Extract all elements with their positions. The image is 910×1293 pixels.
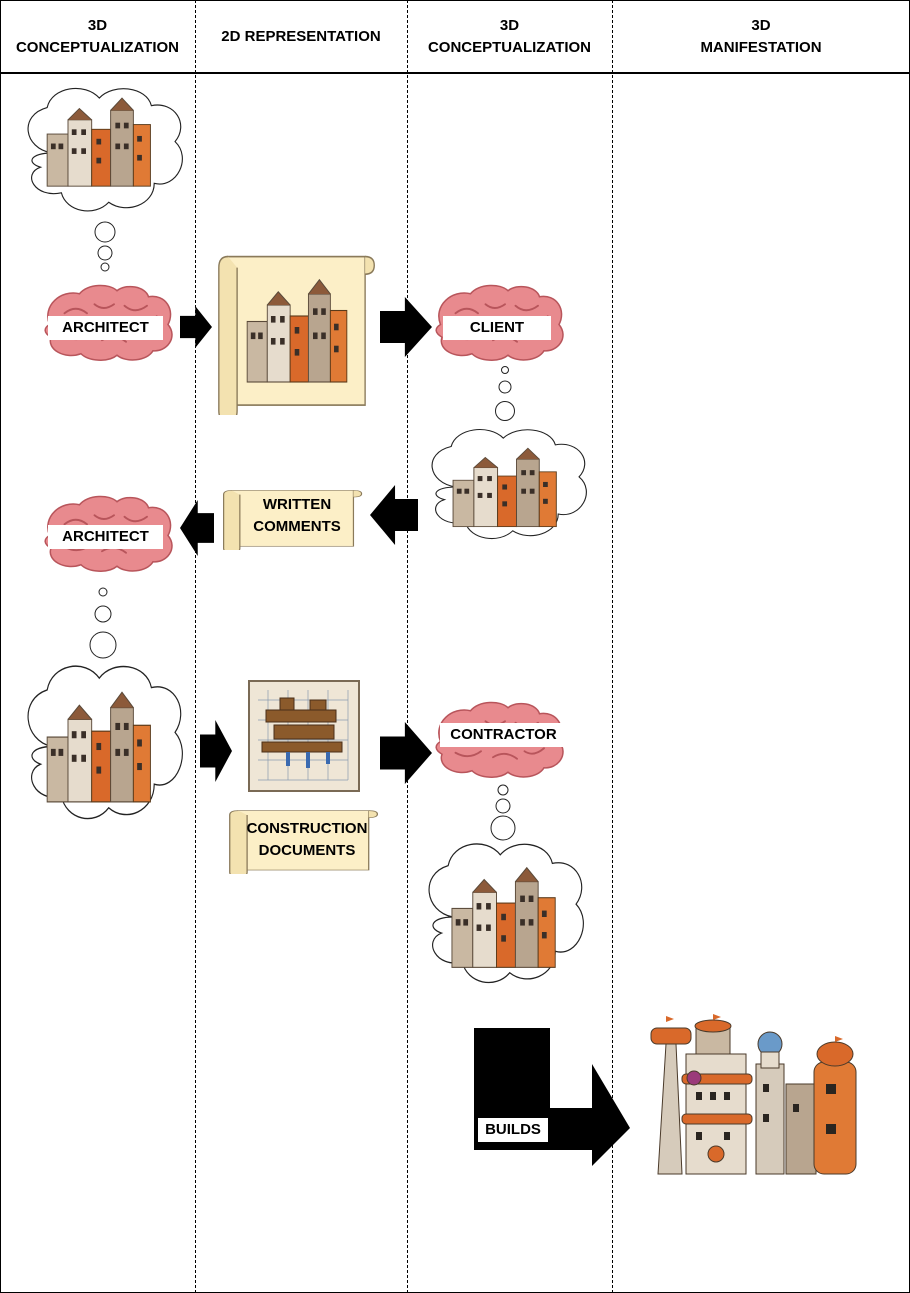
thought-bubbles-contractor [490, 784, 516, 841]
construction-documents-label: CONSTRUCTION DOCUMENTS [246, 820, 368, 859]
column-header-4: 3D MANIFESTATION [700, 16, 822, 56]
arrow-client-to-comments [370, 485, 418, 545]
column-divider-1 [195, 0, 196, 1293]
arrow-drawing-to-client [380, 297, 432, 357]
architect-thought-cloud-1 [27, 87, 183, 212]
thought-bubbles-client [495, 366, 515, 421]
builds-label: BUILDS [478, 1118, 548, 1142]
client-label: CLIENT [443, 316, 551, 340]
column-header-1: 3D CONCEPTUALIZATION [15, 16, 180, 56]
construction-blueprint [248, 680, 360, 792]
header-divider [0, 72, 910, 74]
architect-label-2: ARCHITECT [48, 525, 163, 549]
written-comments-label: WRITTEN COMMENTS [253, 496, 341, 535]
arrow-architect-to-drawing [180, 306, 212, 348]
column-divider-2 [407, 0, 408, 1293]
drawing-scroll [218, 255, 376, 415]
column-header-2: 2D REPRESENTATION [221, 27, 381, 45]
client-thought-cloud [431, 428, 587, 540]
column-header-3: 3D CONCEPTUALIZATION [427, 16, 592, 56]
contractor-thought-cloud [428, 843, 585, 984]
builds-arrow [474, 1028, 630, 1166]
built-structure-illustration [650, 1014, 857, 1175]
architect-thought-cloud-2 [27, 665, 184, 820]
thought-bubbles-1 [94, 221, 116, 272]
contractor-label: CONTRACTOR [440, 723, 567, 747]
thought-bubbles-architect-2 [89, 587, 117, 659]
architect-label-1: ARCHITECT [48, 316, 163, 340]
arrow-architect-to-documents [200, 720, 232, 782]
column-divider-3 [612, 0, 613, 1293]
arrow-documents-to-contractor [380, 722, 432, 784]
arrow-comments-to-architect [180, 500, 214, 556]
